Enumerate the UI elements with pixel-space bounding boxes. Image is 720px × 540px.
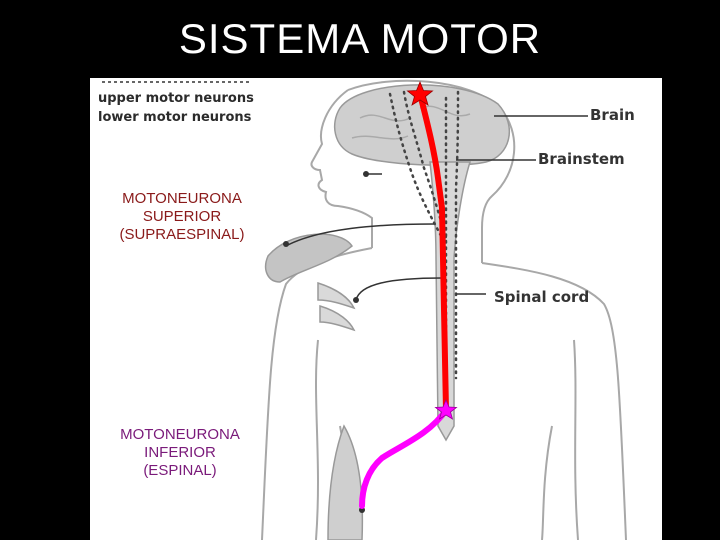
left-arm-inner — [315, 339, 319, 540]
upper-motor-pathway — [417, 91, 449, 413]
right-torso-outline — [481, 262, 627, 540]
superior-line-1: MOTONEURONA — [122, 190, 242, 207]
slide-title: SISTEMA MOTOR — [178, 15, 542, 62]
legend: upper motor neurons lower motor neurons — [98, 81, 254, 125]
upper-motor-neuron-label: MOTONEURONA SUPERIOR (SUPRAESPINAL) — [102, 190, 262, 244]
face-outline — [310, 89, 373, 248]
rib-nerve-dot — [353, 297, 359, 303]
head-outline — [347, 79, 516, 263]
lower-motor-neuron-label: MOTONEURONA INFERIOR (ESPINAL) — [98, 426, 262, 480]
right-hip — [541, 425, 553, 540]
superior-line-3: (SUPRAESPINAL) — [119, 226, 245, 243]
legend-upper: upper motor neurons — [98, 91, 254, 106]
motor-system-diagram: upper motor neurons lower motor neurons — [98, 79, 635, 540]
rib-nerve-line — [355, 277, 443, 301]
tract-left-outer — [388, 92, 444, 240]
brainstem-callout: Brainstem — [538, 150, 625, 168]
rib-bands — [317, 281, 356, 332]
callout-lines — [285, 115, 588, 301]
inferior-line-2: INFERIOR — [144, 444, 216, 461]
tract-right-outer — [454, 90, 460, 380]
lower-motor-pathway — [359, 407, 449, 509]
star-icon — [434, 398, 458, 420]
leg-muscle — [327, 424, 364, 540]
shoulder-nerve-dot — [283, 241, 289, 247]
legend-lower: lower motor neurons — [98, 110, 252, 125]
star-icon — [406, 80, 434, 106]
right-arm-inner — [573, 339, 579, 540]
spinal-cord-callout: Spinal cord — [494, 288, 589, 306]
brain-callout: Brain — [590, 106, 635, 124]
shoulder-nerve-line — [285, 223, 435, 247]
face-nerve-dot — [363, 171, 369, 177]
shoulder-muscle — [264, 233, 354, 283]
superior-line-2: SUPERIOR — [142, 208, 222, 225]
diagram-panel: upper motor neurons lower motor neurons — [90, 78, 662, 540]
inferior-line-3: (ESPINAL) — [143, 462, 217, 479]
inferior-line-1: MOTONEURONA — [120, 426, 240, 443]
